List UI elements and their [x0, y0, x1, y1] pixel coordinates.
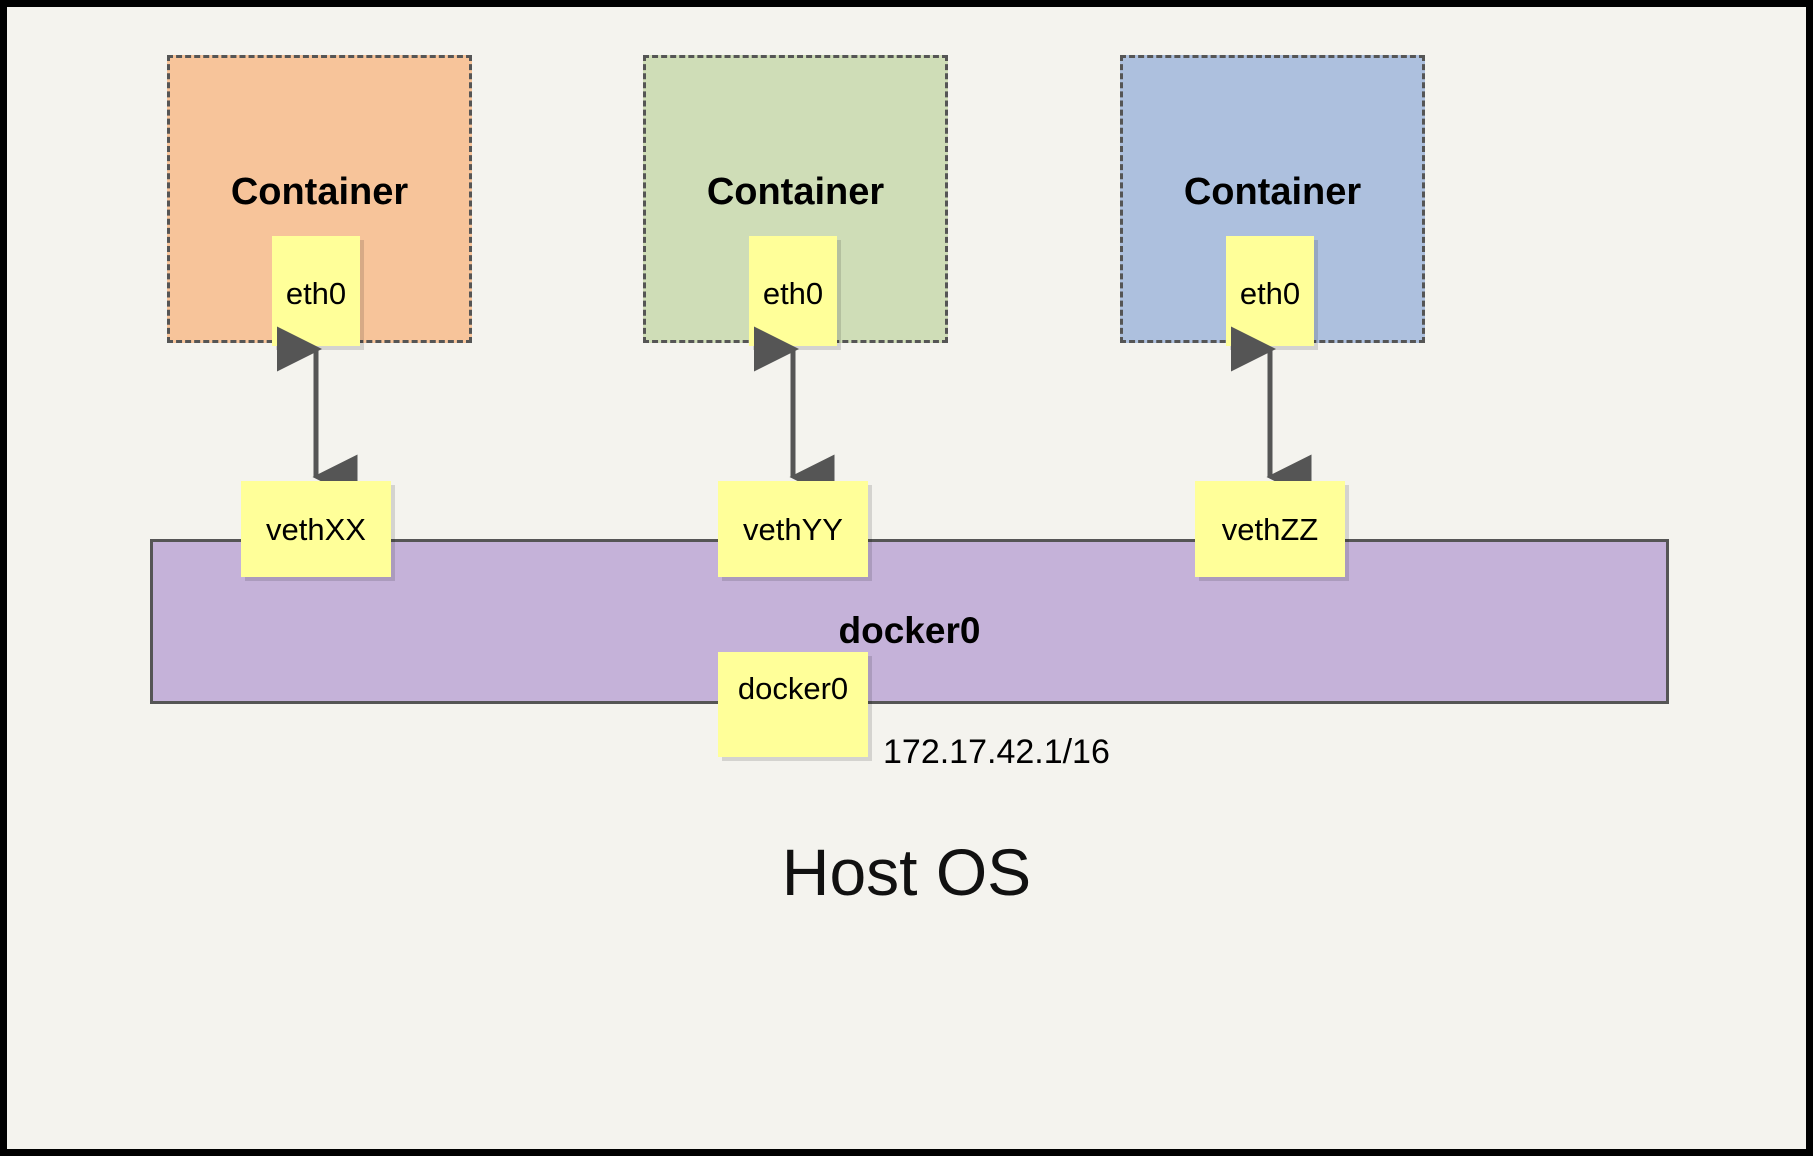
- veth-box-2: vethYY: [718, 481, 868, 577]
- docker0-bridge-bar: docker0: [150, 539, 1669, 704]
- eth0-box-3: eth0: [1226, 236, 1314, 346]
- host-os-title: Host OS: [781, 835, 1032, 909]
- arrow-container-1: [277, 326, 358, 500]
- veth-box-1: vethXX: [241, 481, 391, 577]
- eth0-box-1: eth0: [272, 236, 360, 346]
- arrow-container-2: [754, 326, 835, 500]
- veth-label-1: vethXX: [266, 511, 366, 547]
- docker0-node-label: docker0: [737, 671, 849, 706]
- veth-box-3: vethZZ: [1195, 481, 1345, 577]
- docker0-bridge-label: docker0: [838, 610, 981, 651]
- container-title-2: Container: [706, 171, 885, 213]
- eth0-label-3: eth0: [1239, 276, 1301, 311]
- arrow-container-3: [1231, 326, 1312, 500]
- eth0-label-2: eth0: [762, 276, 824, 311]
- docker0-node-box: docker0: [718, 652, 868, 757]
- container-title-1: Container: [230, 171, 409, 213]
- docker0-ip-label: 172.17.42.1/16: [883, 733, 1110, 771]
- eth0-box-2: eth0: [749, 236, 837, 346]
- container-title-3: Container: [1183, 171, 1362, 213]
- veth-label-3: vethZZ: [1221, 511, 1319, 547]
- eth0-label-1: eth0: [285, 276, 347, 311]
- veth-label-2: vethYY: [743, 511, 843, 547]
